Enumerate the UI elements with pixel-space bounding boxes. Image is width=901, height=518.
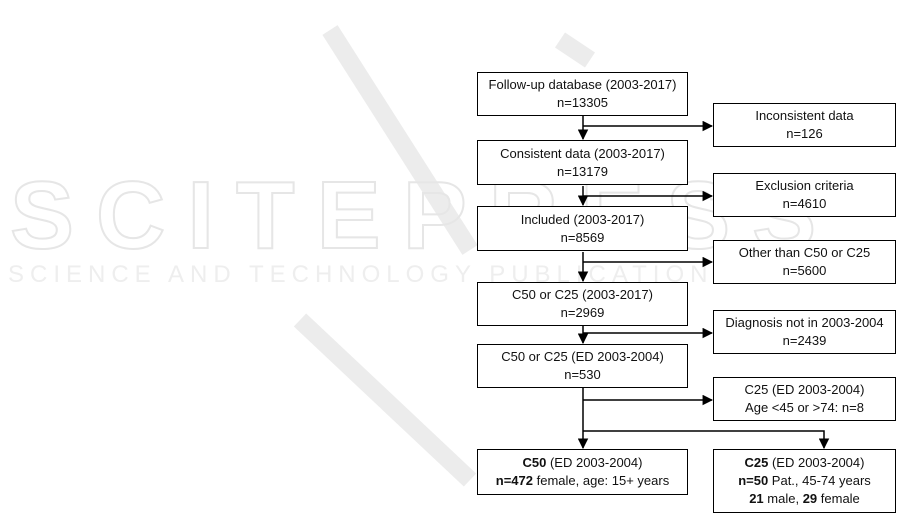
box-label: Exclusion criteria — [755, 178, 854, 193]
final-c25-line1: C25 (ED 2003-2004) — [745, 454, 865, 472]
final-c50-line1: C50 (ED 2003-2004) — [523, 454, 643, 472]
box-count: Age <45 or >74: n=8 — [745, 400, 864, 415]
box-count: n=8569 — [560, 229, 605, 245]
final-c25-n: n=50 — [738, 473, 769, 488]
box-label: C25 (ED 2003-2004) — [744, 382, 865, 397]
final-c25-female-label: female — [817, 491, 860, 506]
box-label: Other than C50 or C25 — [738, 245, 871, 260]
final-c25-desc: Pat., 45-74 years — [768, 473, 871, 488]
box-exclusion-criteria: Exclusion criteria n=4610 — [713, 173, 896, 217]
box-label: Follow-up database (2003-2017) — [488, 77, 677, 92]
box-label: C50 or C25 (2003-2017) — [512, 287, 653, 302]
box-count: n=2969 — [560, 305, 605, 320]
box-consistent-data: Consistent data (2003-2017) n=13179 — [477, 140, 688, 185]
box-c25-age-excluded: C25 (ED 2003-2004) Age <45 or >74: n=8 — [713, 377, 896, 421]
arrow-split-c25 — [583, 430, 830, 450]
box-label: Diagnosis not in 2003-2004 — [725, 315, 884, 330]
final-c50-code: C50 — [522, 455, 547, 470]
box-other-than-c50-c25: Other than C50 or C25 n=5600 — [713, 240, 896, 284]
box-label: C50 or C25 (ED 2003-2004) — [501, 349, 664, 364]
box-count: n=5600 — [782, 263, 827, 278]
final-c25-female-n: 29 — [802, 491, 818, 506]
box-count: n=13179 — [557, 163, 608, 179]
box-count: n=2439 — [782, 333, 827, 348]
box-follow-up-database: Follow-up database (2003-2017) n=13305 — [477, 72, 688, 116]
box-final-c25: C25 (ED 2003-2004) n=50 Pat., 45-74 year… — [713, 449, 896, 513]
box-count: n=4610 — [782, 196, 827, 211]
final-c50-period: (ED 2003-2004) — [546, 455, 643, 470]
box-c50-c25-ed-2003-2004: C50 or C25 (ED 2003-2004) n=530 — [477, 344, 688, 388]
final-c25-line2: n=50 Pat., 45-74 years — [738, 472, 871, 490]
final-c25-male-n: 21 — [749, 491, 764, 506]
box-count: n=126 — [786, 126, 823, 141]
final-c50-desc: female, age: 15+ years — [533, 473, 670, 488]
box-label: Included (2003-2017) — [520, 211, 645, 227]
final-c50-line2: n=472 female, age: 15+ years — [496, 472, 669, 490]
final-c25-line3: 21 male, 29 female — [749, 490, 860, 508]
box-final-c50: C50 (ED 2003-2004) n=472 female, age: 15… — [477, 449, 688, 495]
final-c25-male-label: male, — [763, 491, 803, 506]
box-diagnosis-not-in-range: Diagnosis not in 2003-2004 n=2439 — [713, 310, 896, 354]
box-count: n=530 — [564, 367, 601, 382]
box-count: n=13305 — [557, 95, 608, 110]
final-c50-n: n=472 — [495, 473, 533, 488]
box-label: Consistent data (2003-2017) — [500, 145, 665, 161]
final-c25-period: (ED 2003-2004) — [768, 455, 865, 470]
box-c50-c25-2003-2017: C50 or C25 (2003-2017) n=2969 — [477, 282, 688, 326]
box-included: Included (2003-2017) n=8569 — [477, 206, 688, 251]
final-c25-code: C25 — [744, 455, 769, 470]
box-label: Inconsistent data — [755, 108, 854, 123]
box-inconsistent-data: Inconsistent data n=126 — [713, 103, 896, 147]
